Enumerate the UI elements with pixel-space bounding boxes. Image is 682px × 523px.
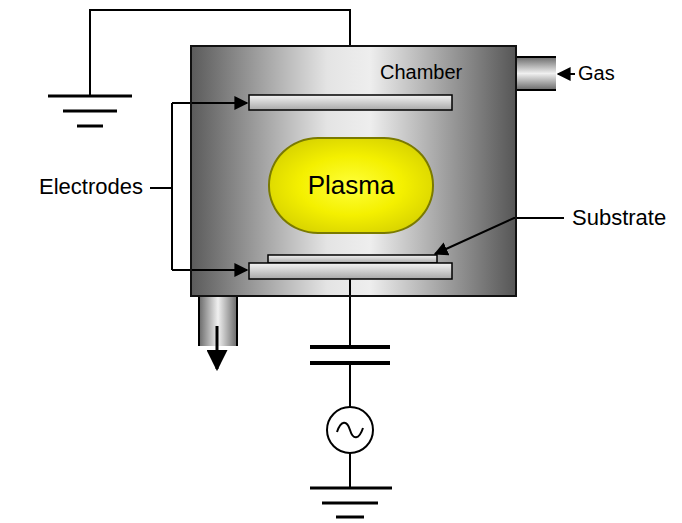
plasma-shape: Plasma	[268, 137, 434, 234]
gas-pipe-wall	[516, 89, 556, 91]
rf-wire	[349, 363, 351, 407]
gas-pipe-wall	[516, 56, 556, 58]
gas-arrow	[558, 73, 575, 75]
ground-symbol	[310, 487, 392, 490]
leader-arrow	[172, 102, 247, 104]
leader-arrow	[172, 269, 247, 271]
part-label: Substrate	[572, 205, 666, 230]
ground-symbol	[322, 502, 378, 505]
ac-source-symbol	[327, 407, 373, 453]
ac-sine	[337, 423, 363, 438]
rf-wire	[349, 279, 351, 347]
node-text: Chamber	[380, 61, 462, 84]
top-electrode	[249, 95, 452, 110]
leader-arrow	[435, 218, 564, 254]
exhaust-pipe-wall	[198, 296, 200, 346]
leader-line	[171, 103, 173, 270]
chamber-body	[190, 45, 517, 297]
ground-symbol	[63, 110, 117, 113]
chamber-box: ChamberPlasma	[190, 45, 517, 297]
node-text: Plasma	[308, 171, 395, 201]
capacitor-symbol	[310, 345, 390, 349]
leader-line	[150, 187, 172, 189]
bottom-electrode	[249, 263, 452, 279]
substrate	[268, 255, 437, 263]
gas-pipe	[516, 57, 556, 90]
rf-wire	[349, 453, 351, 488]
exhaust-pipe-wall	[236, 296, 238, 346]
ground-symbol	[336, 516, 364, 519]
gas-label: Gas	[578, 62, 615, 85]
ground-symbol	[48, 95, 132, 98]
ground-symbol	[77, 125, 103, 128]
part-label: Electrodes	[39, 174, 143, 199]
exhaust-arrow	[216, 326, 219, 369]
